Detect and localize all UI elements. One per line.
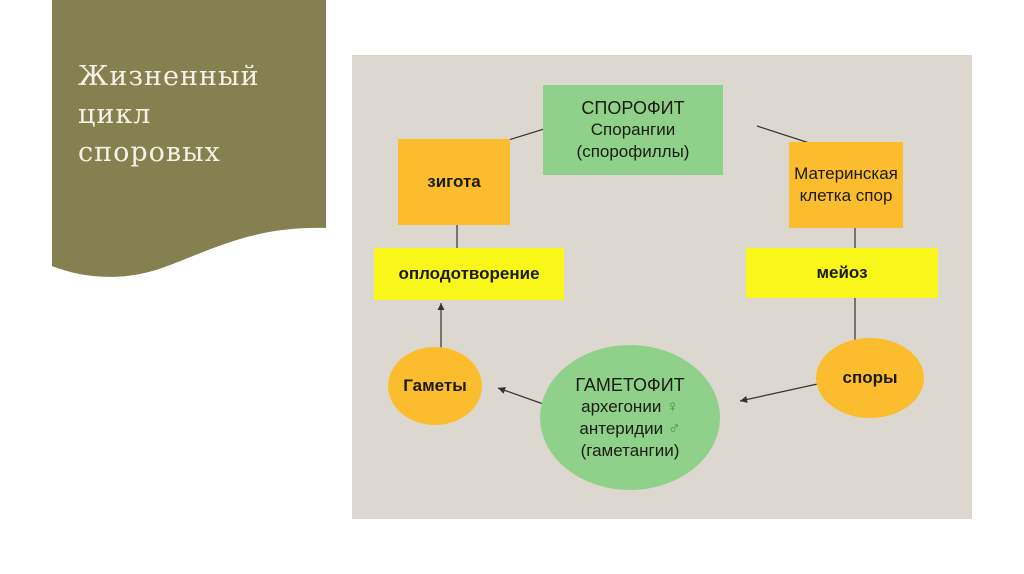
title-line-1: Жизненный [78, 61, 260, 92]
mother-cell-node: Материнская клетка спор [789, 142, 903, 228]
gametophyte-archegonia: архегонии ♀ [581, 396, 679, 418]
gametophyte-antheridia: антеридии ♂ [579, 418, 680, 440]
sporophyte-node: СПОРОФИТ Спорангии (спорофиллы) [543, 85, 723, 175]
arrow-gametophyte-to-gametes [497, 387, 547, 406]
gametophyte-gametangia: (гаметангии) [580, 440, 680, 460]
arrow-spores-to-gametophyte [739, 382, 823, 403]
meiosis-node: мейоз [746, 248, 938, 298]
slide-title: Жизненный цикл споровых [78, 58, 260, 172]
title-line-2: цикл [78, 99, 152, 130]
zygote-label: зигота [427, 172, 481, 191]
title-line-3: споровых [78, 137, 221, 168]
title-panel [52, 0, 326, 280]
female-symbol-icon: ♀ [666, 396, 679, 416]
spores-node: споры [816, 338, 924, 418]
wave-shape [52, 0, 326, 277]
sporophyte-sporophylls: (спорофиллы) [576, 142, 690, 161]
mother-cell-line1: Материнская [794, 164, 898, 183]
gametophyte-title: ГАМЕТОФИТ [575, 374, 685, 395]
sporophyte-sporangia: Спорангии [590, 120, 676, 139]
zygote-node: зигота [398, 139, 510, 225]
mother-cell-line2: клетка спор [799, 186, 893, 205]
antheridia-label: антеридии [579, 418, 664, 438]
fertilization-node: оплодотворение [374, 248, 564, 300]
archegonia-label: архегонии [581, 396, 662, 416]
sporophyte-title: СПОРОФИТ [581, 98, 685, 118]
gametophyte-node: ГАМЕТОФИТ архегонии ♀ антеридии ♂ (гамет… [540, 345, 720, 490]
gametes-label: Гаметы [403, 376, 467, 395]
life-cycle-diagram: СПОРОФИТ Спорангии (спорофиллы) Материнс… [352, 55, 972, 519]
meiosis-label: мейоз [816, 263, 868, 282]
spores-label: споры [842, 368, 898, 387]
gametes-node: Гаметы [388, 347, 482, 425]
male-symbol-icon: ♂ [667, 418, 681, 438]
fertilization-label: оплодотворение [398, 264, 540, 283]
